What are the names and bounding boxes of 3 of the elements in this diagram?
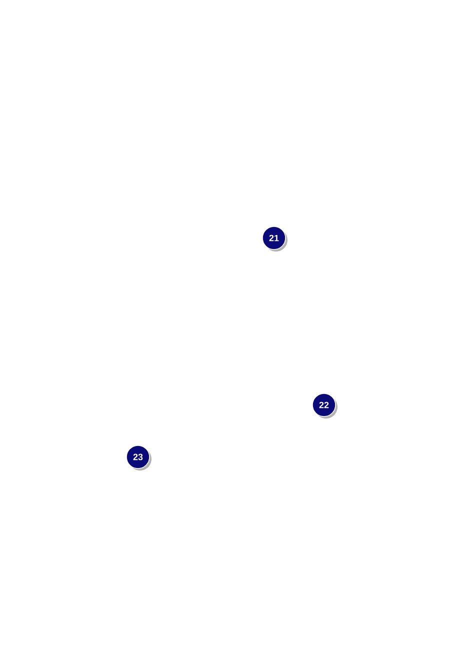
callout-number: 21 xyxy=(262,226,288,252)
callout-number: 23 xyxy=(126,445,152,470)
callout-number: 22 xyxy=(312,393,338,418)
